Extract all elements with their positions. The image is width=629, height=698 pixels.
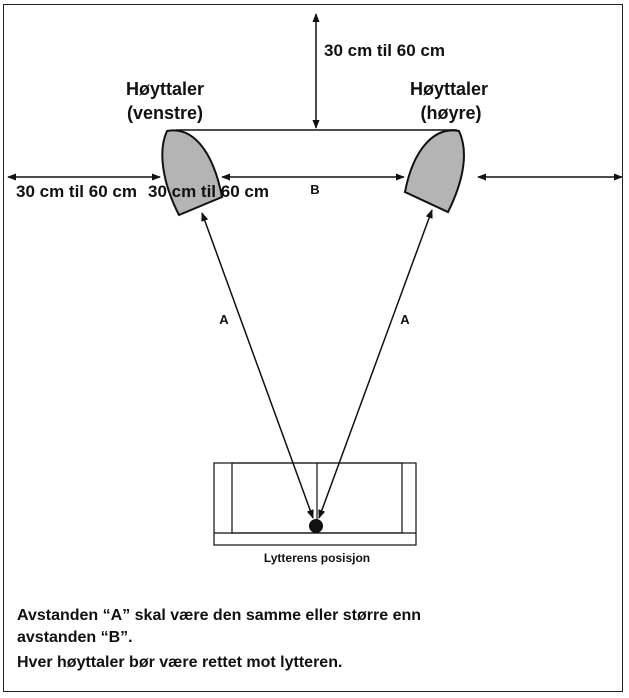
note-line-3: Hver høyttaler bør være rettet mot lytte… bbox=[17, 654, 343, 671]
listener-position-dot bbox=[309, 519, 323, 533]
left-speaker-label-line1: Høyttaler bbox=[126, 79, 204, 99]
listener-position-label: Lytterens posisjon bbox=[264, 551, 370, 565]
distance-a-left-label: A bbox=[219, 312, 229, 327]
note-line-1: Avstanden “A” skal være den samme eller … bbox=[17, 607, 422, 624]
distance-a-left-arrow bbox=[201, 212, 314, 519]
left-wall-distance-label: 30 cm til 60 cm bbox=[16, 182, 137, 201]
distance-b-label: B bbox=[310, 182, 319, 197]
diagram-frame bbox=[3, 4, 623, 692]
left-speaker-icon bbox=[161, 129, 224, 217]
top-distance-label: 30 cm til 60 cm bbox=[324, 41, 445, 60]
left-speaker-label-line2: (venstre) bbox=[127, 103, 203, 123]
right-speaker-label-line1: Høyttaler bbox=[410, 79, 488, 99]
right-speaker-icon bbox=[403, 129, 465, 214]
sofa bbox=[213, 462, 417, 546]
left-inner-distance-label: 30 cm til 60 cm bbox=[148, 182, 269, 201]
right-speaker-label-line2: (høyre) bbox=[420, 103, 481, 123]
distance-a-right-arrow bbox=[318, 209, 433, 519]
note-line-2: avstanden “B”. bbox=[17, 629, 133, 646]
distance-a-right-label: A bbox=[400, 312, 410, 327]
